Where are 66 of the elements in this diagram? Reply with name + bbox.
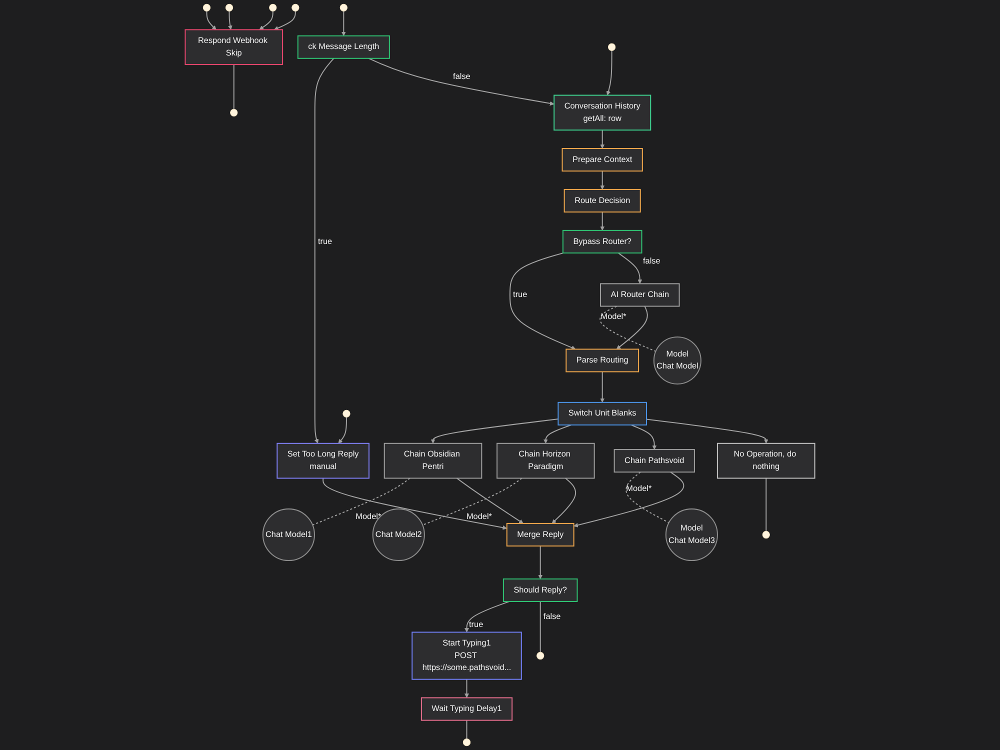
connector [540,602,541,652]
arrow [341,11,346,36]
arrow [322,478,508,530]
arrow [228,11,232,30]
arrow [259,11,274,30]
edge-label: true [513,290,528,300]
arrow [314,58,334,444]
arrow [368,58,554,106]
arrow [509,252,576,350]
node-box: Parse Routing [566,348,640,372]
node-box: Route Decision [564,188,641,213]
node-box: Merge Reply [506,522,574,547]
arrow [274,11,296,30]
connector [766,478,767,532]
arrow [600,372,605,403]
arrow [538,546,543,580]
arrow [464,679,469,698]
arrow [646,418,768,444]
node-box: AI Router Chain [600,283,680,307]
arrow [600,212,605,231]
node-circle: Model Chat Model3 [665,508,718,562]
node-box: Chain Horizon Paradigm [496,442,595,479]
node-circle: Model Chat Model [653,336,702,384]
arrow [600,171,605,190]
node-box: Start Typing1 POST https://some.pathsvoid... [412,632,522,680]
edge-label: Model* [600,312,626,322]
node-box: Switch Unit Blanks [558,402,648,426]
arrow [606,50,612,96]
node-box: Bypass Router? [562,230,642,254]
arrow [543,424,572,444]
arrow [616,306,648,350]
arrow [600,130,605,149]
node-box: Prepare Context [562,148,643,172]
edge-label: false [543,612,561,621]
arrow [456,478,524,524]
arrow [338,417,347,444]
node-box: Should Reply? [502,578,578,602]
node-box: Chain Pathsvoid [614,449,695,473]
node-box: Chain Obsidian Pentri [384,442,482,479]
connector [422,478,522,526]
node-box: Conversation History getAll: row [554,94,652,131]
edge-label: Model* [626,484,652,494]
node-box: Respond Webhook Skip [184,29,284,66]
node-box: Wait Typing Delay1 [420,697,513,721]
connector [312,478,410,526]
node-box: No Operation, do nothing [716,442,816,479]
arrow [430,418,558,444]
arrow [552,478,576,524]
arrow [618,252,642,284]
connector [466,720,468,739]
edge-label: false [643,256,660,266]
arrow [464,601,510,632]
node-circle: Chat Model1 [262,508,315,562]
arrow [574,472,684,528]
edge-label: true [318,237,332,246]
edge-label: Model* [356,512,382,522]
edge-label: false [453,72,470,81]
arrow [206,11,216,30]
node-box: ck Message Length [297,35,390,59]
connector [233,64,234,110]
edge-label: Model* [466,512,492,522]
arrow [630,424,657,450]
edge-label: true [469,620,484,630]
connector [626,472,670,524]
node-box: Set Too Long Reply manual [276,442,370,479]
connector [600,306,656,352]
